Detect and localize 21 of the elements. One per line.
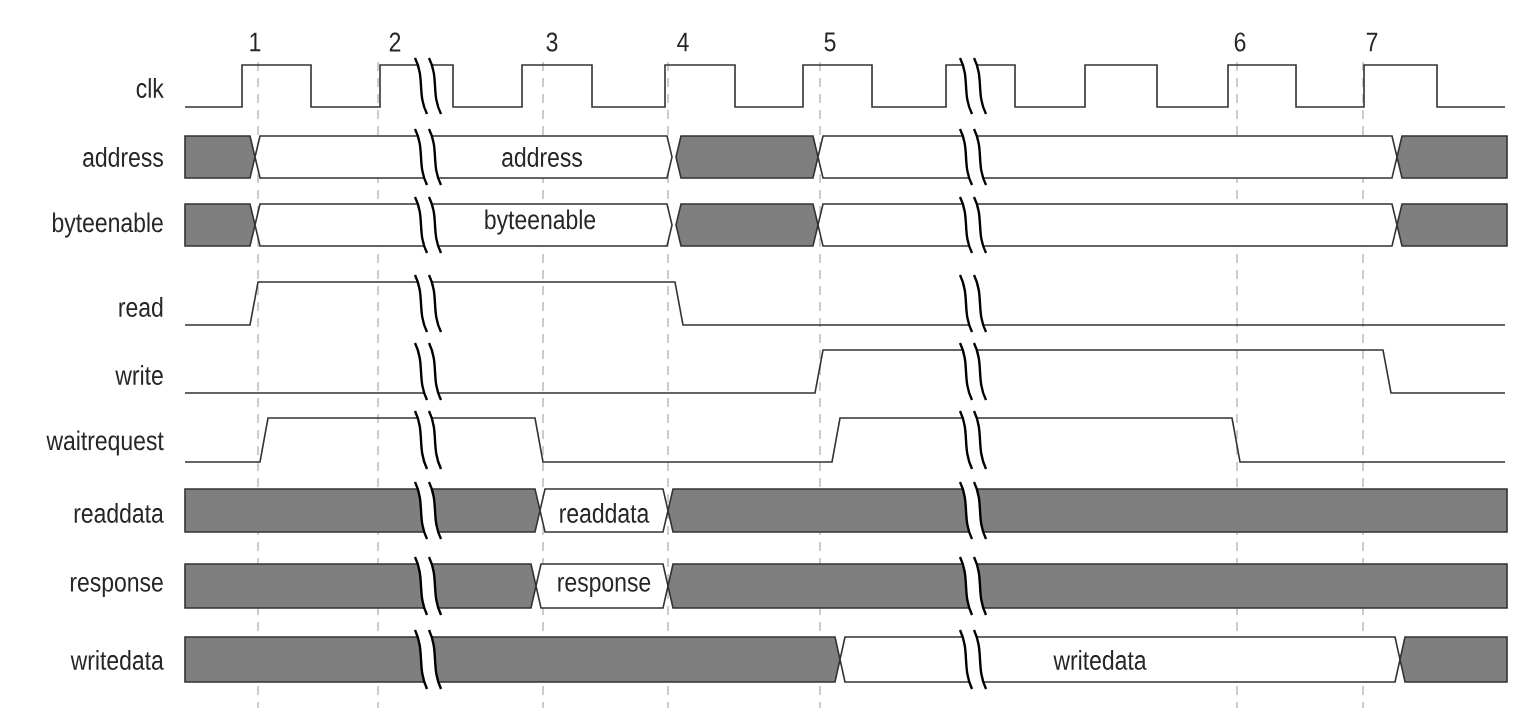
cycle-number: 2 bbox=[389, 32, 401, 52]
cycle-number: 6 bbox=[1234, 32, 1246, 52]
cycle-number: 5 bbox=[824, 32, 836, 52]
cycle-number: 7 bbox=[1366, 32, 1378, 52]
signal-name: response bbox=[70, 576, 163, 598]
bus-value-label: response bbox=[558, 576, 651, 598]
bus-value-label: byteenable bbox=[485, 209, 596, 235]
signal-name: byteenable bbox=[53, 212, 163, 238]
signal-name: read bbox=[119, 297, 163, 317]
cycle-number: 4 bbox=[677, 32, 689, 52]
bus-value-label: readdata bbox=[560, 503, 650, 523]
bus-value-label: writedata bbox=[1053, 650, 1147, 670]
bus-value-label: address bbox=[502, 147, 582, 167]
cycle-number: 3 bbox=[546, 32, 558, 52]
signal-name: waitrequest bbox=[46, 430, 164, 456]
cycle-number: 1 bbox=[250, 32, 261, 52]
signal-name: write bbox=[115, 365, 163, 385]
signal-name: clk bbox=[136, 78, 164, 98]
signal-name: writedata bbox=[70, 650, 164, 670]
signal-name: readdata bbox=[74, 503, 164, 523]
signal-name: address bbox=[83, 147, 163, 167]
